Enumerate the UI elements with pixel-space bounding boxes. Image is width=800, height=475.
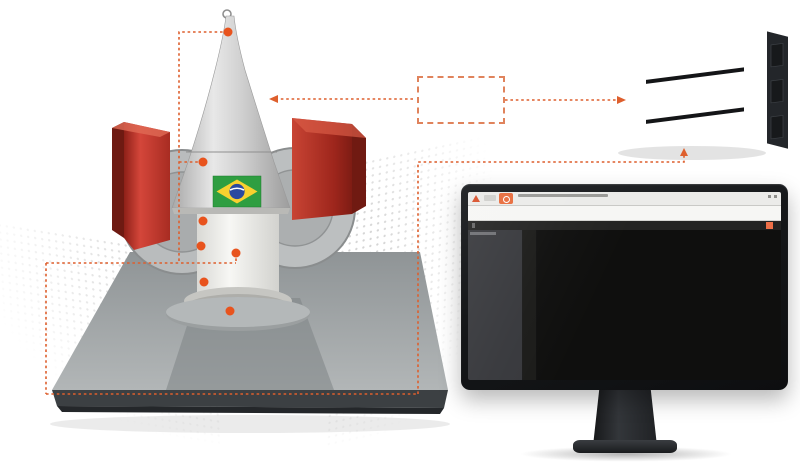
chart-stack (537, 230, 781, 380)
software-screen (468, 192, 781, 380)
monitor-stand-base (573, 440, 677, 453)
magnifier-icon (503, 196, 510, 203)
clamp-right (292, 118, 366, 220)
clamp-left (112, 122, 170, 250)
window-controls[interactable] (768, 195, 777, 198)
app-logo-icon (472, 195, 480, 202)
monitor-stand-neck (593, 388, 657, 446)
timeline-strip[interactable] (468, 221, 781, 230)
daq-stack-cola (618, 31, 788, 160)
menu-bar (518, 198, 535, 202)
channel-legend-column[interactable] (523, 230, 537, 380)
vibration-controller-box (417, 76, 505, 124)
timeline-end-block (766, 222, 773, 229)
inactive-tab[interactable] (484, 195, 496, 201)
monitor-shadow (516, 446, 736, 462)
test-article-3d-model (468, 238, 522, 362)
app-toolbar (468, 206, 781, 221)
app-titlebar (468, 192, 781, 206)
timeline-scrubber[interactable] (472, 223, 475, 228)
window-title-placeholder (518, 194, 608, 197)
active-tab-search[interactable] (499, 193, 513, 204)
geometry-3d-panel[interactable] (468, 230, 523, 380)
workspace (468, 230, 781, 380)
monitor-bezel (461, 184, 788, 390)
panel-header-placeholder (470, 232, 496, 235)
